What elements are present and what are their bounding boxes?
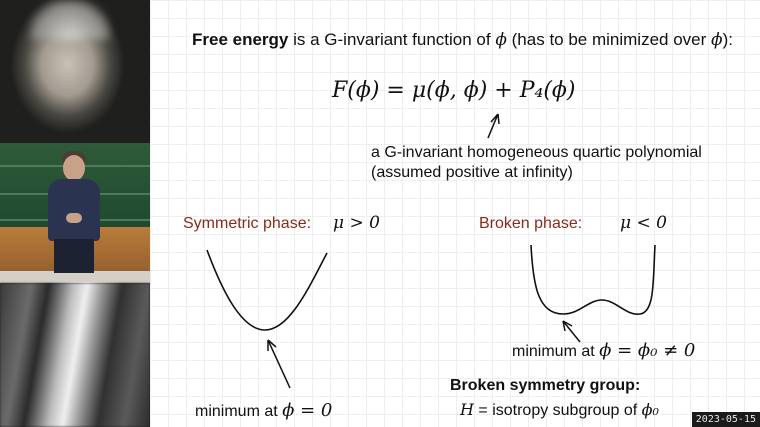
symmetric-minimum-label: minimum at ϕ = 0 [195, 400, 333, 421]
broken-phase-label: Broken phase: [479, 215, 583, 232]
broken-phase-condition: μ < 0 [620, 213, 667, 233]
quartic-arrow [487, 113, 499, 139]
blurred-photo [0, 283, 150, 427]
min-right-arrow-head [562, 320, 573, 332]
symmetric-potential-curve [206, 249, 328, 331]
timestamp-overlay: 2023-05-15 [691, 412, 760, 427]
min-right-arrow [562, 320, 581, 343]
symmetric-phase-condition: μ > 0 [333, 213, 380, 233]
slide-headline: Free energy is a G-invariant function of… [192, 30, 733, 50]
quartic-description: a G-invariant homogeneous quartic polyno… [371, 144, 702, 161]
portrait-photo [0, 0, 150, 143]
quartic-arrow-head [490, 113, 500, 125]
symmetric-phase-label: Symmetric phase: [183, 215, 312, 232]
potential-curves [206, 113, 656, 389]
slide-canvas: Free energy is a G-invariant function of… [150, 0, 760, 427]
min-left-arrow [267, 339, 291, 389]
free-energy-formula: F(ϕ) = μ(ϕ, ϕ) + P₄(ϕ) [332, 78, 576, 103]
broken-minimum-label: minimum at ϕ = ϕ₀ ≠ 0 [512, 340, 696, 361]
video-sidebar [0, 0, 150, 427]
min-left-arrow-head [267, 339, 277, 351]
broken-potential-curve [530, 244, 656, 315]
quartic-assumption: (assumed positive at infinity) [371, 164, 573, 181]
speaker-video [0, 143, 150, 283]
broken-symmetry-group-definition: H = isotropy subgroup of ϕ₀ [460, 400, 659, 419]
broken-symmetry-group-title: Broken symmetry group: [450, 377, 641, 394]
